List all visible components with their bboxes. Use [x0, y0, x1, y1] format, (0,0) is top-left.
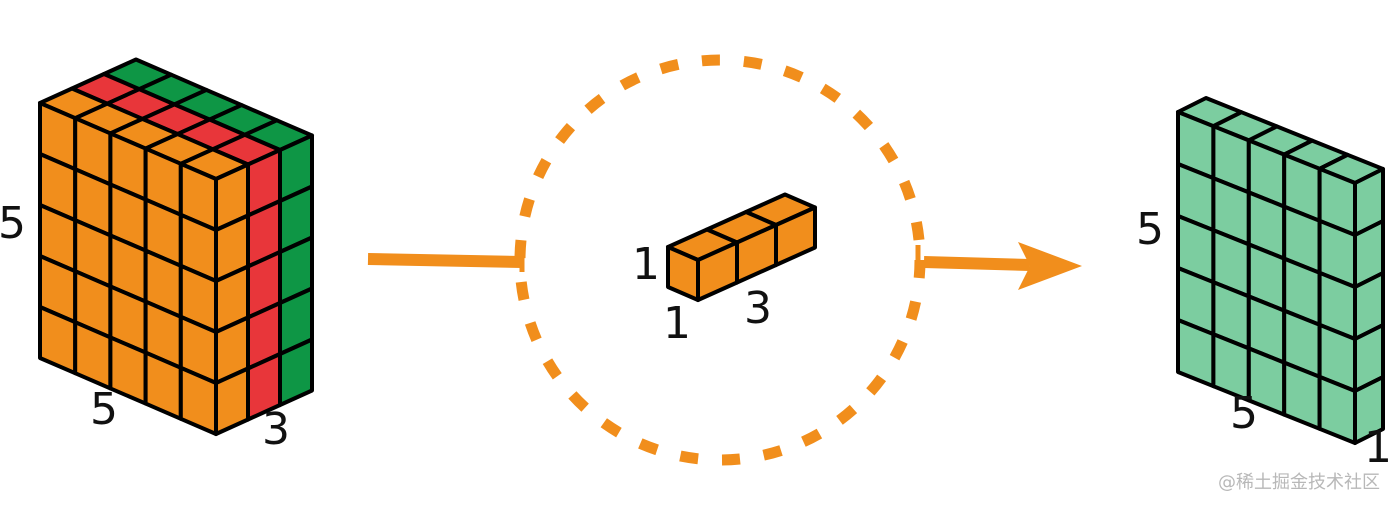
input-height-label: 5	[0, 198, 26, 249]
kernel-height-label: 1	[632, 239, 660, 290]
input-width-label: 5	[90, 384, 118, 435]
output-width-label: 5	[1230, 388, 1258, 439]
input-connector-line	[367, 251, 525, 272]
output-depth-label: 1	[1364, 422, 1392, 473]
output-tensor-front-cell	[1176, 318, 1216, 389]
kernel-front-cell	[666, 245, 700, 302]
input-depth-label: 3	[262, 404, 290, 455]
watermark-text: @稀土掘金技术社区	[1218, 472, 1380, 493]
kernel-depth-label: 3	[744, 283, 772, 334]
input-tensor-5x5x3	[38, 57, 314, 436]
input-tensor-front-cell	[178, 365, 218, 436]
output-tensor-5x5x1	[1176, 96, 1385, 445]
output-tensor-front-cell	[1317, 374, 1357, 445]
output-tensor-front-cell	[1282, 360, 1322, 431]
kernel-width-label: 1	[663, 298, 691, 349]
kernel-1x1x3	[666, 192, 817, 302]
output-arrow	[915, 242, 1082, 290]
output-height-label: 5	[1136, 204, 1164, 255]
